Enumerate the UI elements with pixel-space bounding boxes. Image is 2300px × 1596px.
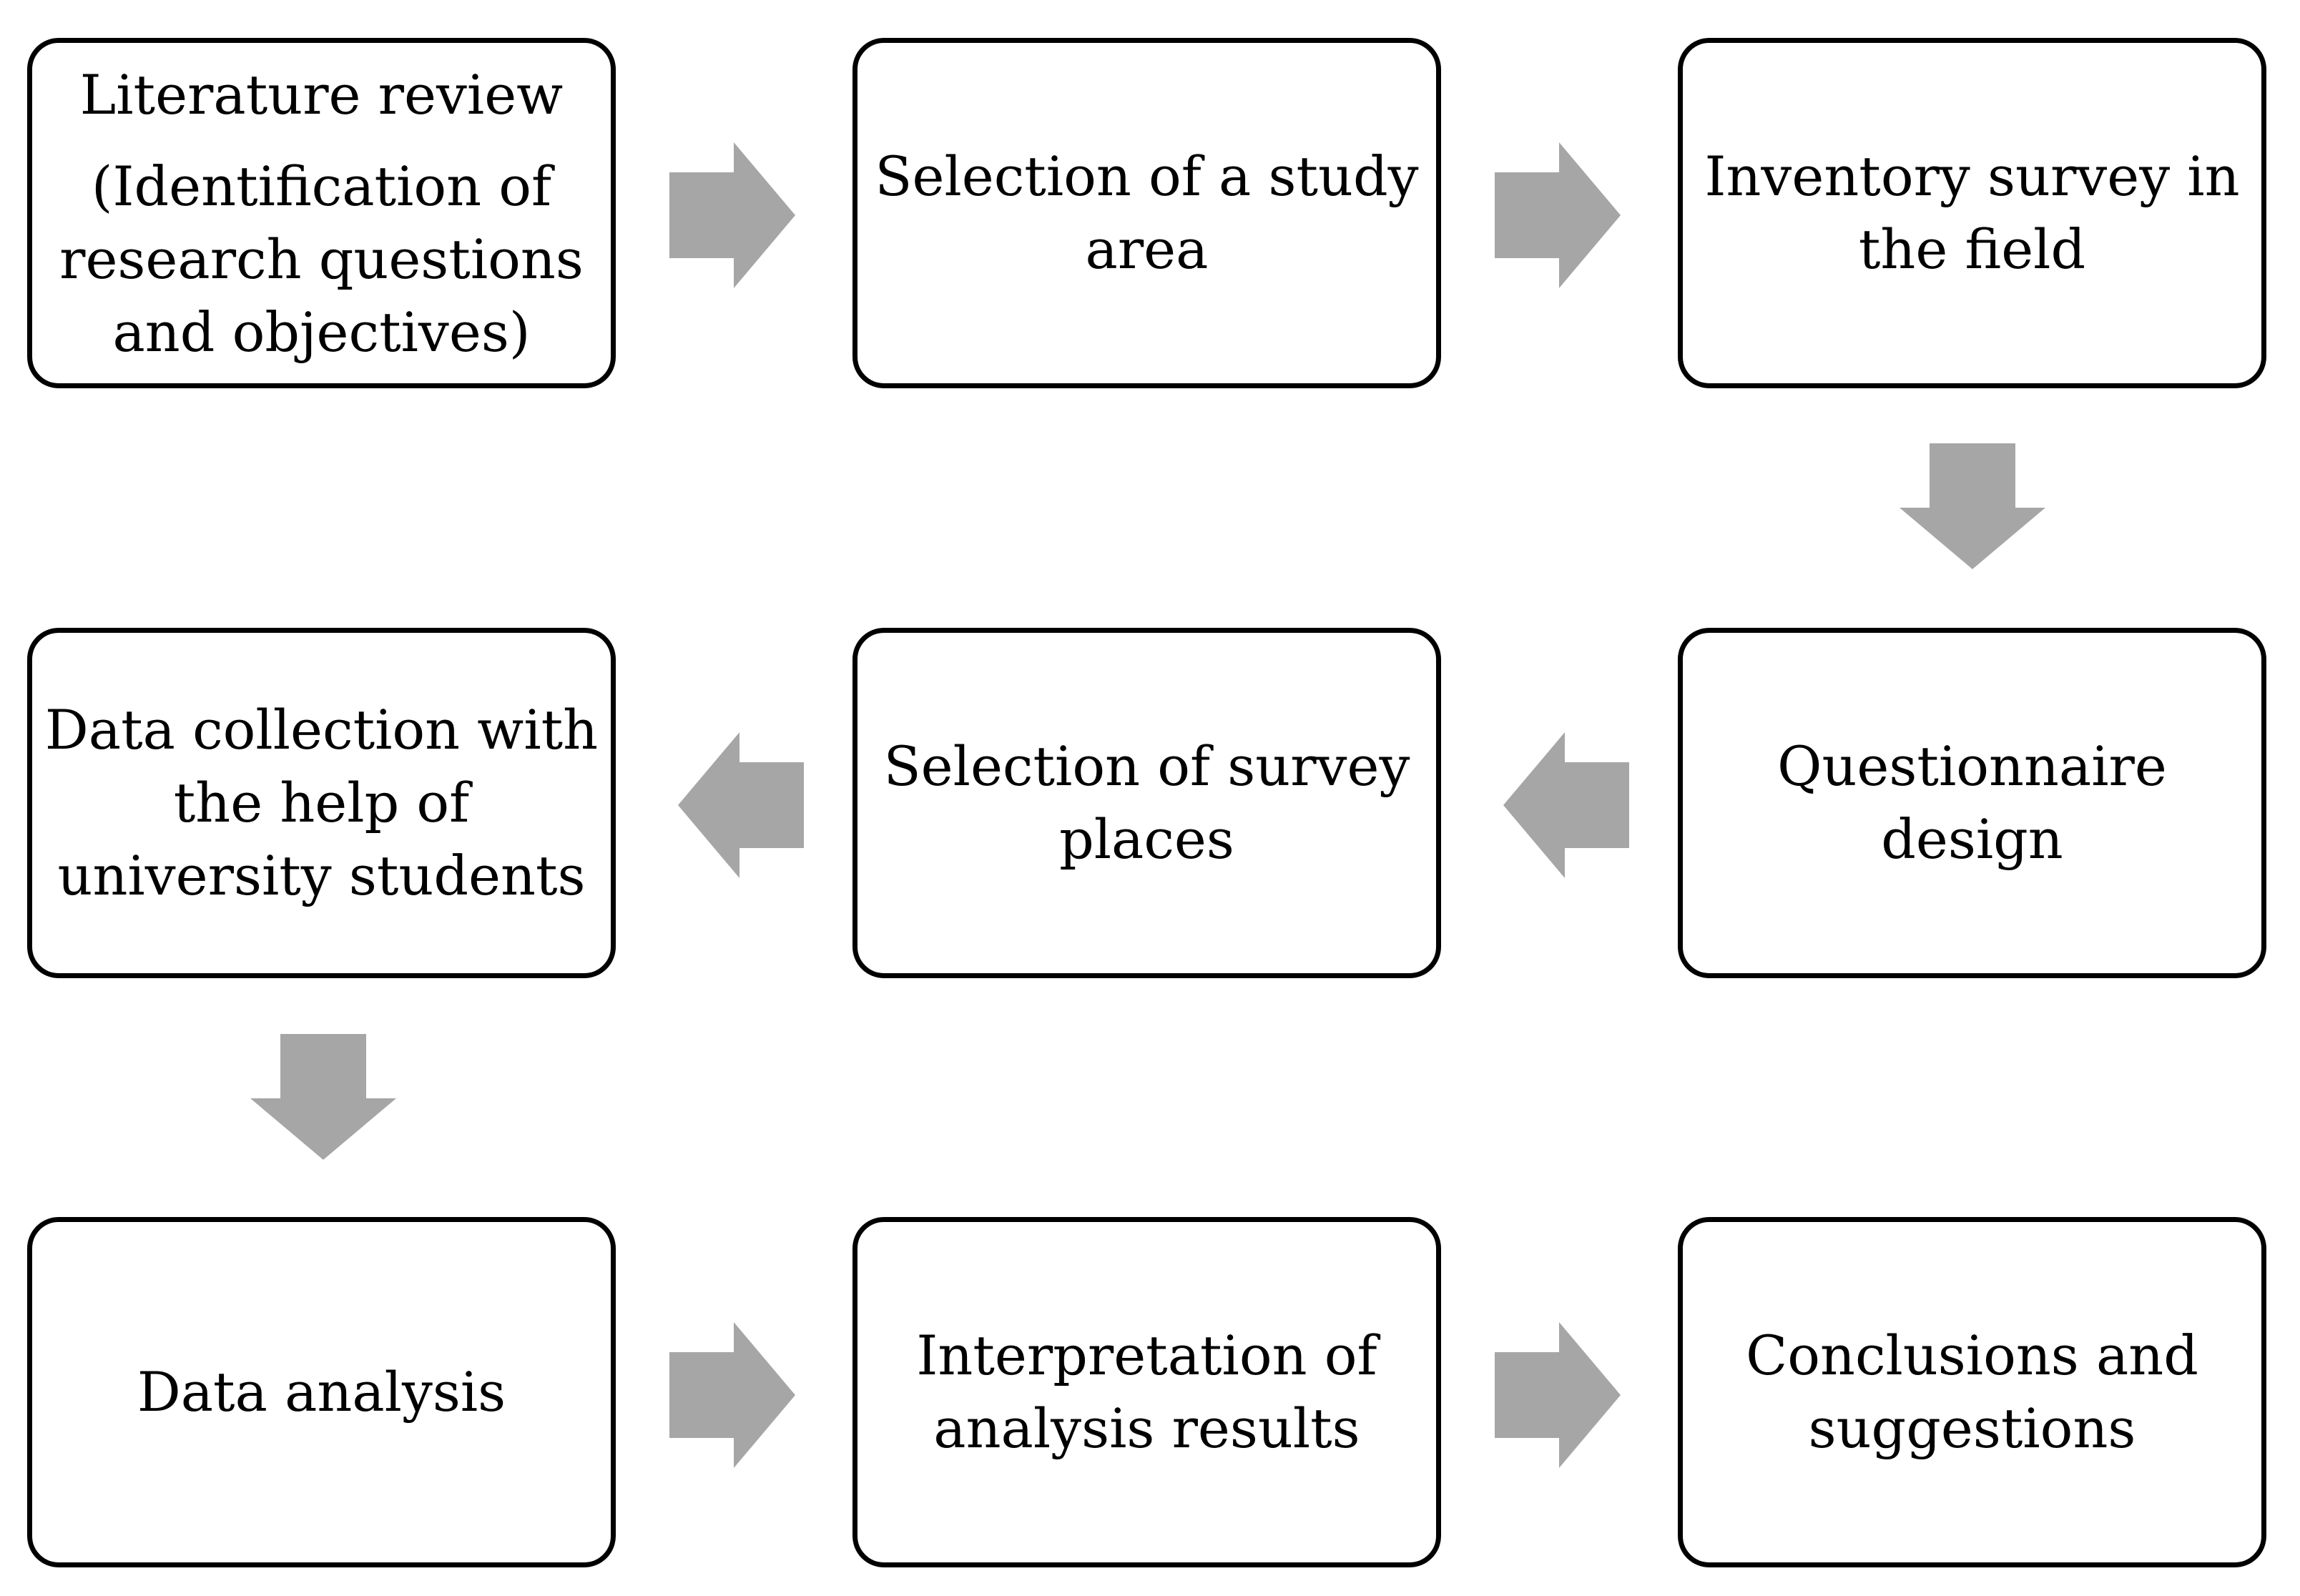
arrow-right-icon <box>1495 1322 1621 1468</box>
step-4-line-2: design <box>1881 807 2063 871</box>
step-9-line-1: Conclusions and <box>1746 1324 2198 1387</box>
step-selection-of-survey-places: Selection of survey places <box>852 628 1441 978</box>
step-7-line-1: Data analysis <box>137 1360 506 1424</box>
step-5-line-2: places <box>1059 807 1234 871</box>
step-9-line-2: suggestions <box>1808 1396 2136 1460</box>
step-2-line-1: Selection of a study <box>875 144 1419 208</box>
step-interpretation-of-results: Interpretation of analysis results <box>852 1217 1441 1567</box>
step-4-line-1: Questionnaire <box>1777 734 2167 798</box>
step-8-line-1: Interpretation of <box>916 1324 1377 1387</box>
step-1-line-1: Literature review <box>79 63 564 127</box>
arrow-right-icon <box>669 1322 795 1468</box>
arrow-left-icon <box>678 732 804 878</box>
step-data-collection: Data collection with the help of univers… <box>27 628 616 978</box>
arrow-down-icon <box>250 1034 396 1160</box>
step-literature-review: Literature review (Identification of res… <box>27 38 616 388</box>
step-5-line-1: Selection of survey <box>883 734 1410 798</box>
step-3-line-1: Inventory survey in <box>1704 144 2240 208</box>
step-1-line-3: research questions <box>59 227 584 291</box>
arrow-down-icon <box>1900 443 2045 569</box>
arrow-left-icon <box>1503 732 1629 878</box>
step-6-line-1: Data collection with <box>44 698 599 762</box>
arrow-right-icon <box>1495 142 1621 288</box>
step-data-analysis: Data analysis <box>27 1217 616 1567</box>
step-questionnaire-design: Questionnaire design <box>1678 628 2266 978</box>
step-6-line-2: the help of <box>173 771 470 834</box>
arrow-right-icon <box>669 142 795 288</box>
step-8-line-2: analysis results <box>933 1396 1360 1460</box>
step-conclusions-and-suggestions: Conclusions and suggestions <box>1678 1217 2266 1567</box>
step-2-line-2: area <box>1085 217 1209 281</box>
step-1-line-2: (Identification of <box>91 154 552 218</box>
step-selection-of-study-area: Selection of a study area <box>852 38 1441 388</box>
step-6-line-3: university students <box>57 844 586 907</box>
step-1-line-4: and objectives) <box>112 300 531 364</box>
step-inventory-survey: Inventory survey in the field <box>1678 38 2266 388</box>
step-3-line-2: the field <box>1858 217 2086 281</box>
